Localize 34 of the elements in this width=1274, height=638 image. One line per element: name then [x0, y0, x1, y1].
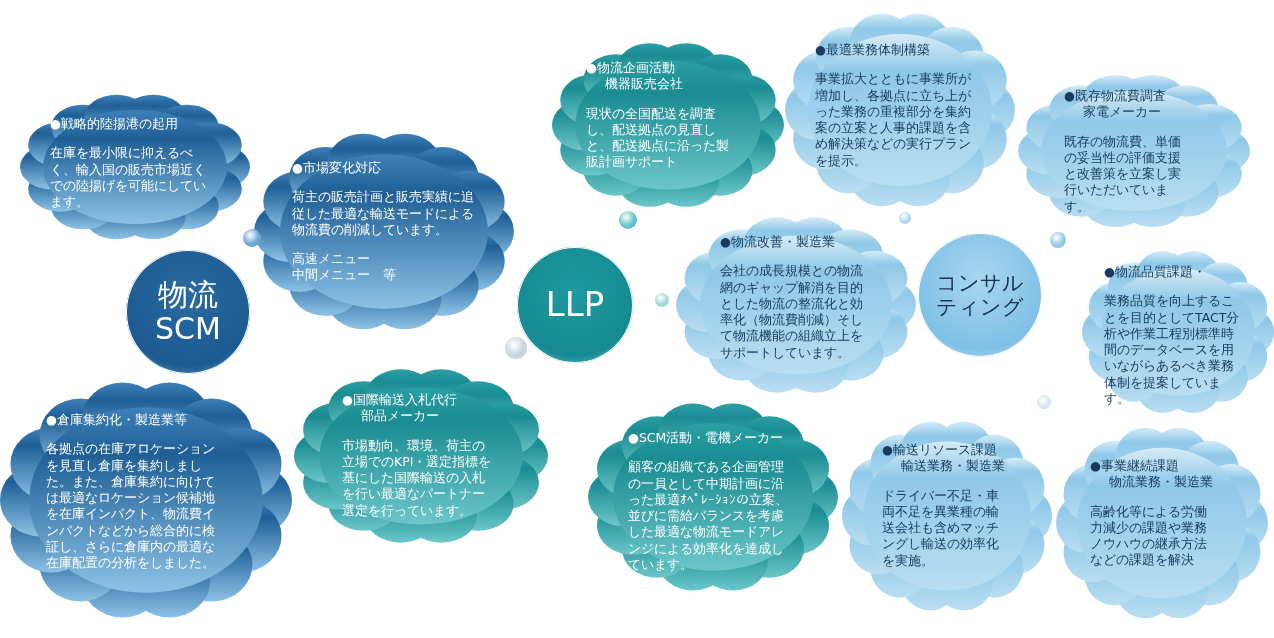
cloud-text: 現状の全国配送を調査し、配送拠点の見直しと、配送拠点に沿った製販計画サポート: [586, 105, 730, 171]
menu-item: 中間メニュー 等: [292, 267, 397, 284]
cloud-heading: ●戦略的陸揚港の起用: [50, 116, 179, 133]
cloud-heading: ●SCM活動・電機メーカー: [628, 430, 785, 447]
cloud-subheading: 物流業務・製造業: [1107, 474, 1214, 491]
cloud-heading: ●最適業務体制構築: [815, 42, 931, 59]
cloud-heading: ●輸送リソース課題: [882, 442, 998, 459]
hub-label: コンサルティング: [935, 270, 1025, 320]
cloud-text: 顧客の組織である企画管理の一員として中期計画に沿った最適ｵﾍﾟﾚｰｼｮﾝの立案、並びに需給バランスを考慮した最適な物流モードアレンジによる効率化を達成しています。: [628, 459, 789, 573]
cloud-text: 市場動向、環境、荷主の立場でのKPI・選定指標を基にした国際輸送の入札を行い最適なパートナー選定を行っています。: [342, 437, 493, 519]
cloud-subheading: 輸送業務・製造業: [899, 458, 1006, 475]
cloud-heading: ●事業継続課題: [1090, 458, 1180, 475]
cloud-text: 会社の成長規模との物流網のギャップ解消を目的とした物流の整流化と効率化（物流費削減）そして物流機能の組織立上をサポートしています。: [720, 263, 864, 361]
cloud-text: 在庫を最小限に抑えるべく、輸入国の販売市場近くでの陸揚げを可能にしています。: [50, 145, 207, 211]
cloud-text: 業務品質を向上することを目的としてTACT分析や作業工程別標準時間のデータベースを用いながらあるべき業務体制を提案しています。: [1104, 293, 1241, 407]
cloud-subheading: 機器販売会社: [603, 76, 684, 93]
cloud-heading: ●既存物流費調査: [1064, 88, 1167, 105]
menu-item: 高速メニュー: [292, 251, 371, 268]
cloud-heading: ●国際輸送入札代行: [342, 392, 458, 409]
cloud-text: 既存の物流費、単価の妥当性の評価支援と改善策を立案し実行いただいています。: [1064, 133, 1182, 215]
cloud-heading: ●倉庫集約化・製造業等: [46, 412, 188, 429]
cloud-text: ドライバー不足・車両不足を異業種の輸送会社も含めマッチングし輸送の効率化を実施。: [882, 487, 1000, 569]
cloud-subheading: 部品メーカー: [359, 408, 440, 425]
cloud-subheading: 家電メーカー: [1081, 104, 1162, 121]
cloud-text: 各拠点の在庫アロケーションを見直し倉庫を集約しました。また、倉庫集約に向けては最適なロケーション候補地を在庫インパクト、物流費インパクトなどから総合的に検証し、さらに倉庫内の最適な在庫配置の分析をしました。: [46, 441, 216, 572]
cloud-text: 荷主の販売計画と販売実績に追従した最適な輸送モードによる物流費の削減しています。: [292, 189, 475, 238]
cloud-heading: ●物流品質課題・: [1104, 264, 1207, 281]
cloud-heading: ●市場変化対応: [292, 160, 382, 177]
cloud-heading: ●物流企画活動: [586, 60, 676, 77]
cloud-text: 高齢化等による労働力減少の課題や業務ノウハウの継承方法などの課題を解決: [1090, 503, 1208, 569]
cloud-heading: ●物流改善・製造業: [720, 234, 836, 251]
hub-label: 物流SCM: [154, 277, 222, 347]
hub-label: LLP: [544, 285, 606, 325]
cloud-text: 事業拡大とともに事業所が増加し、各拠点に立ち上がった業務の重複部分を集約案の立案と人事的課題を含め解決策などの実行プランを提示。: [815, 71, 972, 169]
